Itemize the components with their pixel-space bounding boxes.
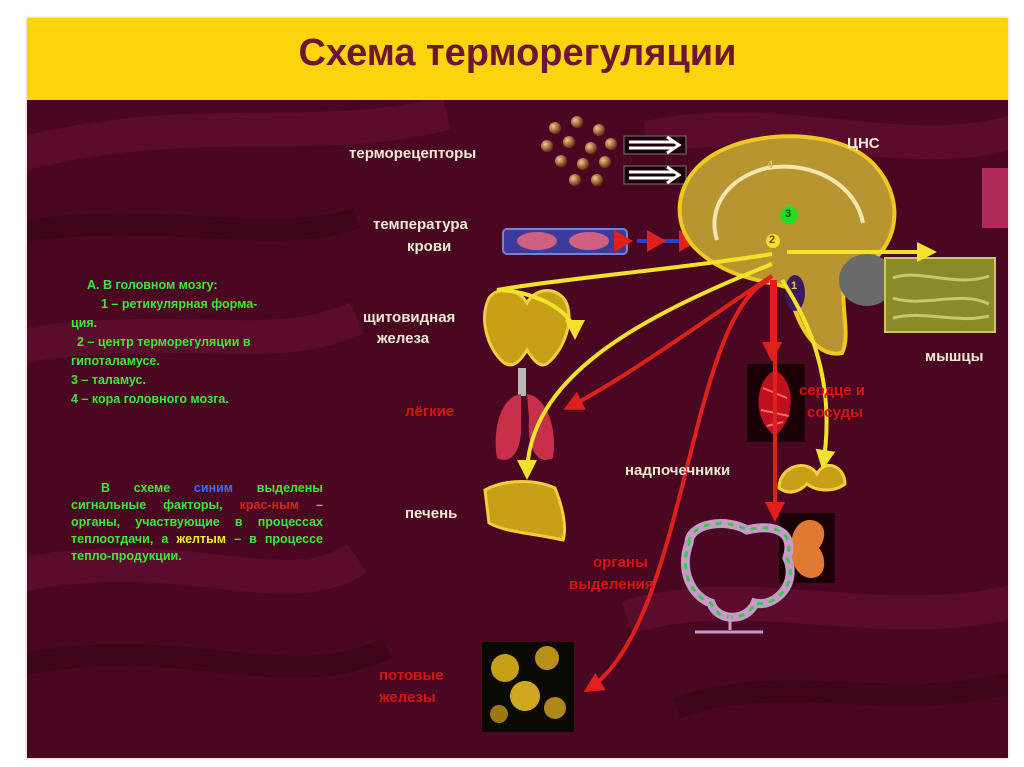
legend-item-1-line2: ция. — [71, 314, 331, 333]
legend-item-3: 3 – таламус. — [71, 371, 331, 390]
adrenal-glands-icon — [779, 465, 845, 492]
note-yellow-word: желтым — [176, 532, 226, 546]
label-thyroid-line1: щитовидная — [363, 308, 455, 327]
brain-number-2: 2 — [769, 234, 775, 246]
label-cns: ЦНС — [847, 134, 880, 153]
brain-number-4: 4 — [767, 159, 773, 171]
heat-loss-arrows — [567, 276, 775, 690]
title-bar: Схема терморегуляции — [27, 18, 1008, 100]
legend-item-2-line2: гипоталамусе. — [71, 352, 331, 371]
corner-accent — [982, 168, 1008, 228]
label-muscles: мышцы — [925, 347, 983, 366]
brain-number-1: 1 — [791, 280, 797, 292]
note-blue-word: синим — [194, 481, 233, 495]
label-heart-line1: сердце и — [799, 381, 865, 400]
slide: Схема терморегуляции терморецепторы ЦНС … — [27, 18, 1008, 758]
liver-icon — [485, 482, 565, 541]
legend-item-2-line1: 2 – центр терморегуляции в — [71, 333, 331, 352]
arrow-to-liver — [527, 264, 772, 476]
receptor-signal-arrows — [624, 136, 686, 184]
label-blood-temperature-line1: температура — [373, 215, 468, 234]
brain-number-3: 3 — [785, 208, 791, 220]
note-red-word: крас-ным — [240, 498, 299, 512]
label-sweat-glands-line1: потовые — [379, 666, 444, 685]
label-excretory-line1: органы — [593, 553, 648, 572]
label-liver: печень — [405, 504, 457, 523]
thyroid-icon — [485, 290, 569, 365]
label-adrenals: надпочечники — [625, 461, 730, 480]
legend-item-4: 4 – кора головного мозга. — [71, 390, 331, 409]
blood-vessel-icon — [503, 229, 627, 254]
label-excretory-line2: выделения — [569, 575, 654, 594]
muscle-image — [885, 258, 995, 332]
label-heart-line2: сосуды — [807, 403, 863, 422]
arrow-to-lungs — [567, 276, 772, 408]
note-part-1: В схеме — [101, 481, 170, 495]
label-thyroid-line2: железа — [377, 329, 429, 348]
brain-icon — [680, 136, 895, 353]
thermoreceptor-cluster-icon — [541, 116, 617, 186]
slide-title: Схема терморегуляции — [27, 32, 1008, 75]
brain-regions-legend: А. В головном мозгу: 1 – ретикулярная фо… — [71, 276, 331, 409]
label-thermoreceptors: терморецепторы — [349, 144, 476, 163]
legend-heading: А. В головном мозгу: — [71, 276, 331, 295]
label-lungs: лёгкие — [405, 402, 454, 421]
sweat-glands-image — [482, 642, 574, 732]
label-blood-temperature-line2: крови — [407, 237, 451, 256]
label-sweat-glands-line2: железы — [379, 688, 436, 707]
legend-item-1-line1: 1 – ретикулярная форма- — [71, 295, 331, 314]
color-key-note: В схеме синим выделены сигнальные фактор… — [71, 480, 323, 565]
